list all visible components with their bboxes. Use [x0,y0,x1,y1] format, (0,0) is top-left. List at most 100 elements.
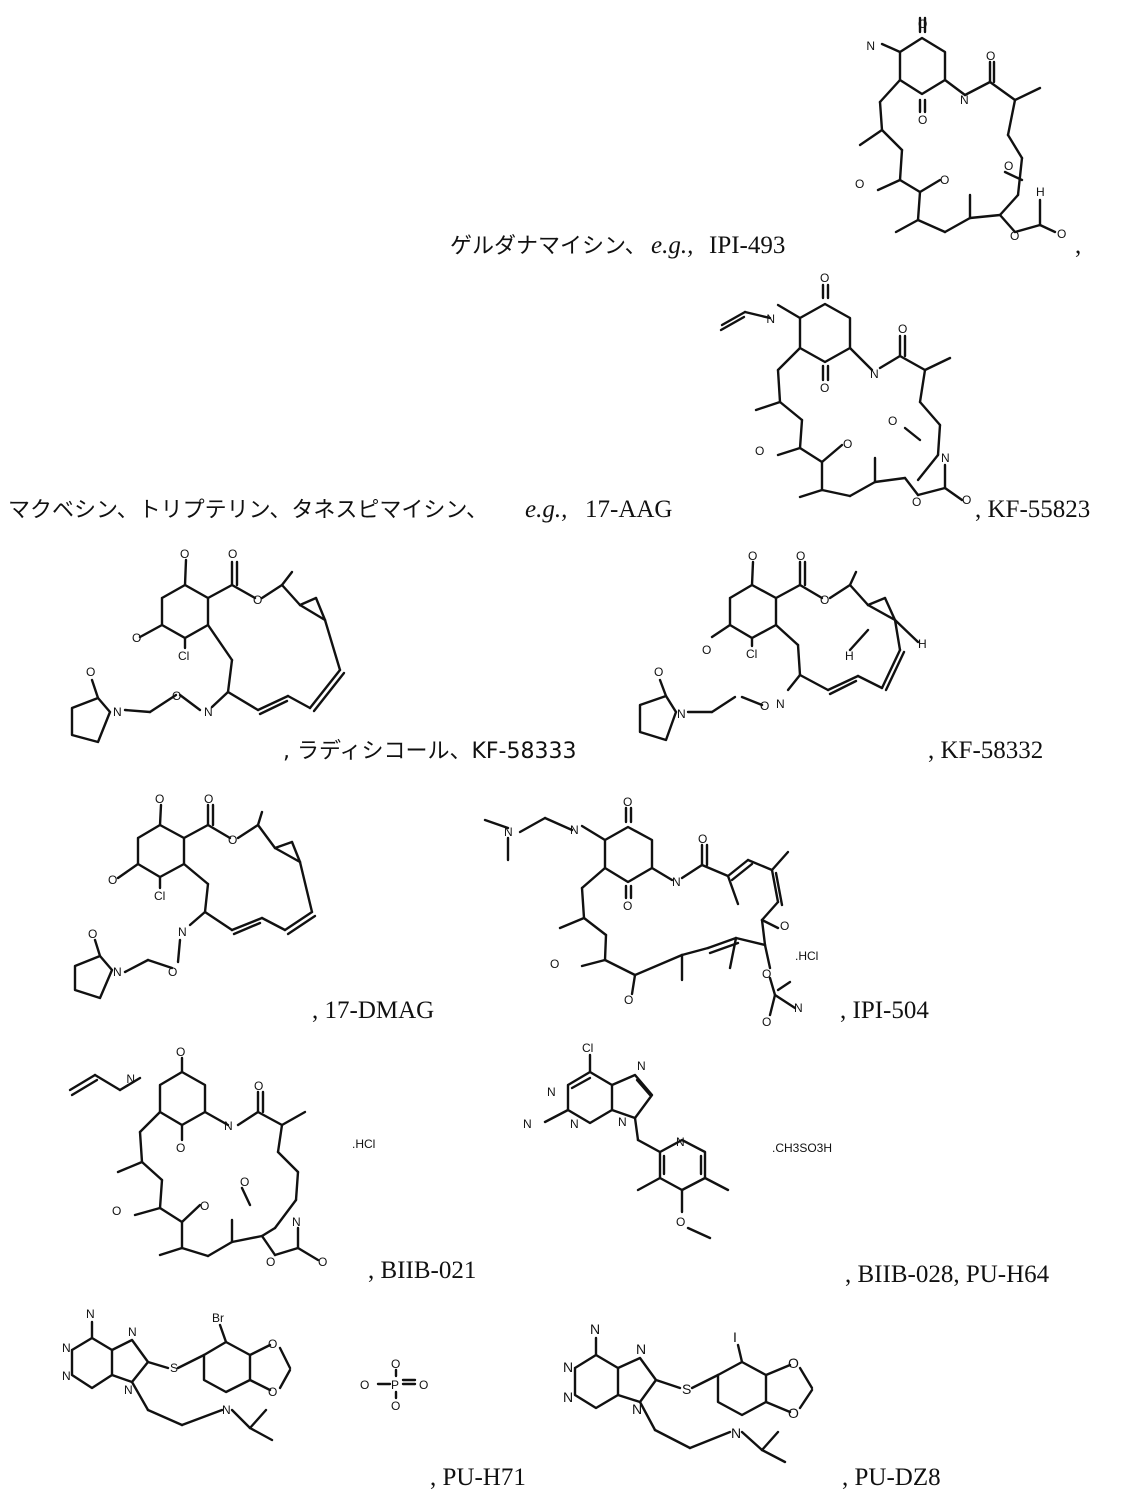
svg-text:O: O [228,547,237,561]
svg-text:N: N [113,705,122,719]
svg-text:N: N [178,925,187,939]
caption-c6: , IPI-504 [840,997,929,1024]
svg-text:N: N [794,1001,803,1015]
caption-c3-text: , ラディシコール、KF-58333 [283,739,576,764]
svg-text:N: N [224,1119,233,1133]
structure-kf-58332: O O O O Cl H H N O N O [640,549,927,740]
svg-text:O: O [168,965,177,979]
svg-text:O: O [918,113,927,127]
caption-c5: , 17-DMAG [312,997,434,1024]
svg-text:O: O [1004,159,1013,173]
svg-text:O: O [266,1255,275,1269]
structure-biib-021: N O O N O O O O N O O .HCl [70,1045,375,1269]
svg-text:O: O [940,173,949,187]
salt-c8: .CH3SO3H [772,1141,832,1155]
svg-text:N: N [504,825,513,839]
caption-c1-en: IPI-493 [709,232,785,259]
svg-text:O: O [788,1355,799,1371]
svg-text:P: P [391,1378,399,1392]
caption-c2-en: 17-AAG [585,496,673,523]
svg-text:O: O [623,795,632,809]
svg-text:O: O [391,1357,400,1371]
caption-c1-eg: e.g., [651,232,693,259]
structure-kf-58333: O O O O Cl N O N O [72,547,344,742]
svg-text:N: N [86,1307,95,1321]
svg-text:O: O [796,549,805,563]
svg-text:O: O [1010,229,1019,243]
svg-text:O: O [820,593,829,607]
caption-c10-text: , PU-DZ8 [842,1464,941,1491]
svg-text:O: O [888,414,897,428]
svg-text:O: O [623,899,632,913]
caption-c2-jp: マクベシン、トリプテリン、タネスピマイシン、 [8,498,488,523]
svg-text:N: N [222,1403,231,1417]
svg-text:O: O [360,1378,369,1392]
svg-text:N: N [590,1321,600,1337]
caption-c3: , ラディシコール、KF-58333 [283,739,576,764]
svg-text:N: N [62,1369,71,1383]
svg-text:O: O [200,1199,209,1213]
svg-text:I: I [733,1329,737,1345]
caption-c6-text: , IPI-504 [840,997,929,1024]
svg-text:O: O [788,1405,799,1421]
svg-text:S: S [682,1381,691,1397]
svg-text:O: O [702,643,711,657]
svg-text:O: O [254,1079,263,1093]
caption-c1: ゲルダナマイシン、 e.g., IPI-493 , [450,232,1081,259]
svg-text:N: N [636,1341,646,1357]
caption-c9: , PU-H71 [430,1464,526,1491]
salt-c6: .HCl [795,949,818,963]
svg-text:N: N [870,367,879,381]
svg-text:Cl: Cl [178,649,189,663]
svg-text:O: O [419,1378,428,1392]
svg-text:O: O [760,699,769,713]
svg-text:N: N [128,1325,137,1339]
svg-text:O: O [180,547,189,561]
svg-text:O: O [962,493,971,507]
svg-text:N: N [563,1359,573,1375]
svg-text:O: O [762,967,771,981]
svg-text:O: O [88,927,97,941]
svg-text:O: O [228,833,237,847]
caption-c7: , BIIB-021 [368,1257,476,1284]
svg-text:O: O [654,665,663,679]
svg-text:O: O [108,873,117,887]
structure-pu-dz8: N N N N N S N I O O [563,1321,812,1462]
svg-text:O: O [318,1255,327,1269]
svg-text:H: H [1036,185,1045,199]
svg-text:O: O [132,631,141,645]
svg-text:O: O [918,17,927,31]
caption-c10: , PU-DZ8 [842,1464,941,1491]
svg-text:Cl: Cl [746,647,757,661]
svg-text:Cl: Cl [582,1041,593,1055]
caption-c9-text: , PU-H71 [430,1464,526,1491]
svg-text:O: O [898,322,907,336]
svg-text:N: N [62,1341,71,1355]
svg-text:H: H [845,649,854,663]
svg-text:N: N [632,1401,642,1417]
svg-text:O: O [391,1399,400,1413]
svg-text:N: N [523,1117,532,1131]
svg-text:N: N [570,1117,579,1131]
svg-text:O: O [172,689,181,703]
svg-text:N: N [126,1072,135,1086]
caption-c8-text: , BIIB-028, PU-H64 [845,1261,1050,1288]
svg-text:N: N [776,697,785,711]
structure-phosphate: O P O O O [360,1357,428,1413]
svg-text:O: O [86,665,95,679]
svg-text:O: O [676,1215,685,1229]
svg-text:O: O [176,1045,185,1059]
caption-c7-text: , BIIB-021 [368,1257,476,1284]
structure-17-aag: N O O N O O O O N O O [721,271,971,509]
svg-text:S: S [170,1361,178,1375]
svg-text:O: O [268,1385,277,1399]
svg-text:N: N [113,965,122,979]
svg-text:N: N [766,312,775,326]
caption-c2: マクベシン、トリプテリン、タネスピマイシン、 e.g., 17-AAG , KF… [8,496,1090,523]
caption-c5-text: , 17-DMAG [312,997,434,1024]
svg-text:O: O [240,1175,249,1189]
caption-c1-trailing: , [1075,232,1081,259]
svg-text:O: O [912,495,921,509]
svg-text:N: N [676,1135,685,1149]
